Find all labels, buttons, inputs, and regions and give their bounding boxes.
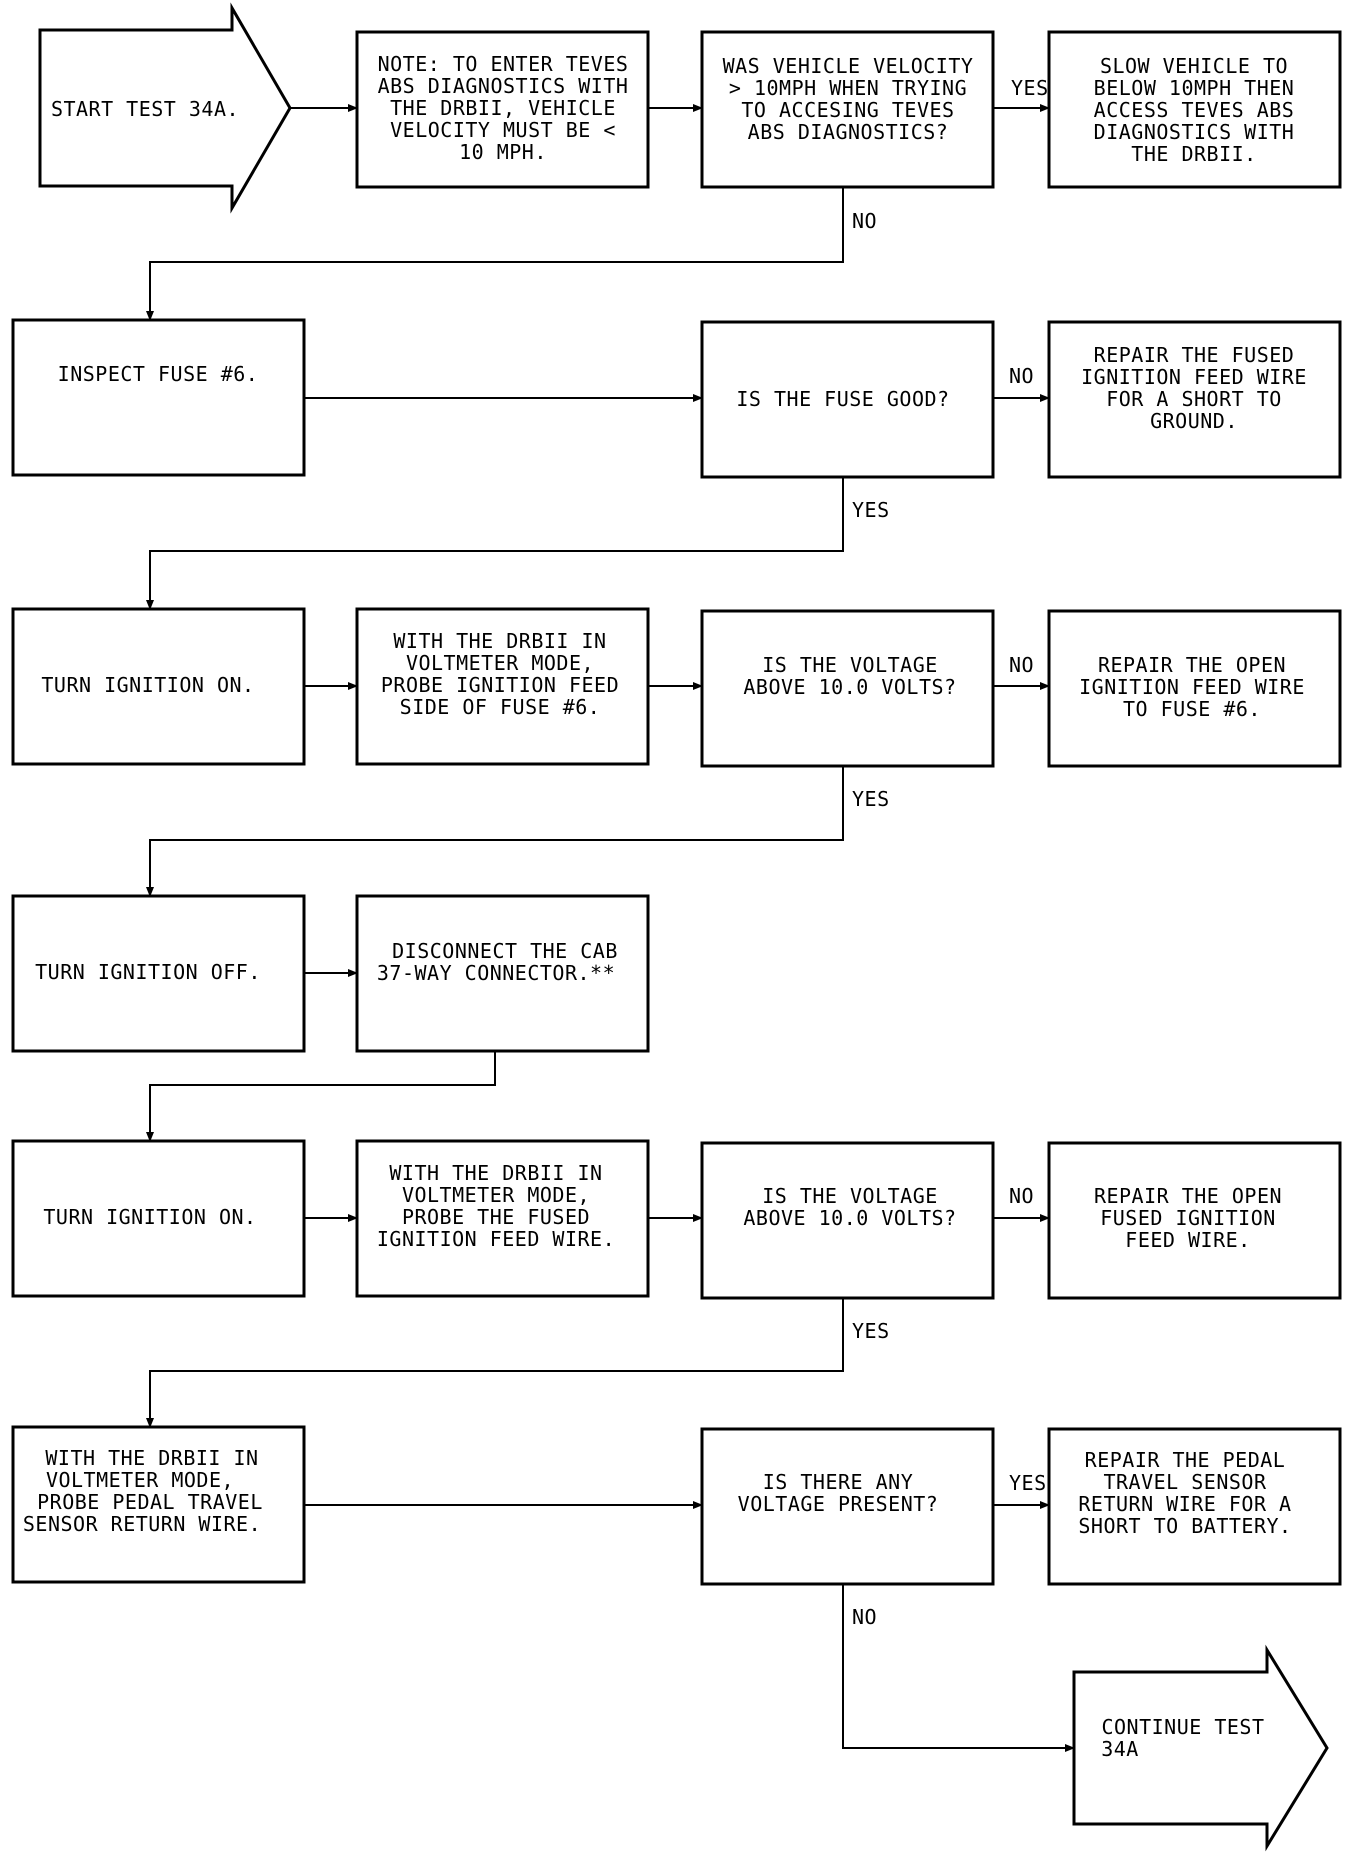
- probe-fuse-line: SIDE OF FUSE #6.: [400, 695, 601, 719]
- repair-open-1-line: TO FUSE #6.: [1123, 697, 1261, 721]
- slow-vehicle-line: ACCESS TEVES ABS: [1094, 98, 1295, 122]
- note-line: ABS DIAGNOSTICS WITH: [378, 74, 629, 98]
- slow-vehicle-line: SLOW VEHICLE TO: [1100, 54, 1288, 78]
- note-line: VELOCITY MUST BE <: [390, 118, 616, 142]
- q-velocity-line: TO ACCESING TEVES: [741, 98, 954, 122]
- repair-open-1-box: REPAIR THE OPEN IGNITION FEED WIRE TO FU…: [1047, 609, 1342, 768]
- label-yes: YES: [852, 498, 890, 522]
- repair-open-1-line: IGNITION FEED WIRE: [1079, 675, 1305, 699]
- repair-pedal-line: RETURN WIRE FOR A: [1078, 1492, 1291, 1516]
- edge-q-any-volt-no: [842, 1584, 1075, 1752]
- q-fuse-box: IS THE FUSE GOOD?: [700, 320, 995, 479]
- probe-fuse-box: WITH THE DRBII IN VOLTMETER MODE, PROBE …: [355, 607, 650, 766]
- q-velocity-line: ABS DIAGNOSTICS?: [748, 120, 949, 144]
- edge-q-velocity-no: [146, 187, 844, 321]
- start-arrow: START TEST 34A.: [38, 2, 292, 214]
- repair-open-1-line: REPAIR THE OPEN: [1098, 653, 1286, 677]
- label-yes: YES: [852, 787, 890, 811]
- repair-open-2-line: FUSED IGNITION: [1100, 1206, 1276, 1230]
- repair-pedal-line: SHORT TO BATTERY.: [1078, 1514, 1291, 1538]
- probe-pedal-line: SENSOR RETURN WIRE.: [23, 1512, 261, 1536]
- repair-pedal-line: REPAIR THE PEDAL: [1085, 1448, 1286, 1472]
- disconnect-line: DISCONNECT THE CAB: [392, 939, 618, 963]
- q-velocity-line: WAS VEHICLE VELOCITY: [723, 54, 974, 78]
- q-any-volt-line: VOLTAGE PRESENT?: [738, 1492, 939, 1516]
- continue-arrow: CONTINUE TEST 34A: [1072, 1644, 1329, 1852]
- probe-fused-line: IGNITION FEED WIRE.: [377, 1227, 615, 1251]
- probe-fused-line: PROBE THE FUSED: [402, 1205, 590, 1229]
- probe-fused-line: WITH THE DRBII IN: [389, 1161, 602, 1185]
- q-any-volt-box: IS THERE ANY VOLTAGE PRESENT?: [700, 1427, 995, 1586]
- q-volt-2-box: IS THE VOLTAGE ABOVE 10.0 VOLTS?: [700, 1141, 995, 1300]
- inspect-fuse-box: INSPECT FUSE #6.: [11, 318, 306, 477]
- ign-on-2-box: TURN IGNITION ON.: [11, 1139, 306, 1298]
- q-velocity-box: WAS VEHICLE VELOCITY > 10MPH WHEN TRYING…: [700, 30, 995, 189]
- repair-short-box: REPAIR THE FUSED IGNITION FEED WIRE FOR …: [1047, 320, 1342, 479]
- label-no: NO: [1009, 364, 1034, 388]
- label-no: NO: [1009, 653, 1034, 677]
- ign-on-2-text: TURN IGNITION ON.: [43, 1205, 256, 1229]
- continue-line: 34A: [1101, 1737, 1139, 1761]
- q-velocity-line: > 10MPH WHEN TRYING: [729, 76, 967, 100]
- q-any-volt-line: IS THERE ANY: [763, 1470, 914, 1494]
- repair-short-line: IGNITION FEED WIRE: [1081, 365, 1307, 389]
- note-line: 10 MPH.: [459, 140, 547, 164]
- repair-pedal-box: REPAIR THE PEDAL TRAVEL SENSOR RETURN WI…: [1047, 1427, 1342, 1586]
- disconnect-line: 37-WAY CONNECTOR.**: [377, 961, 615, 985]
- label-no: NO: [852, 1605, 877, 1629]
- edges: [146, 104, 1075, 1752]
- q-volt-1-box: IS THE VOLTAGE ABOVE 10.0 VOLTS?: [700, 609, 995, 768]
- ign-on-1-text: TURN IGNITION ON.: [41, 673, 254, 697]
- label-yes: YES: [1009, 1471, 1047, 1495]
- probe-fused-box: WITH THE DRBII IN VOLTMETER MODE, PROBE …: [355, 1139, 650, 1298]
- repair-open-2-box: REPAIR THE OPEN FUSED IGNITION FEED WIRE…: [1047, 1141, 1342, 1300]
- q-volt-2-line: IS THE VOLTAGE: [762, 1184, 938, 1208]
- ign-on-1-box: TURN IGNITION ON.: [11, 607, 306, 766]
- slow-vehicle-line: BELOW 10MPH THEN: [1094, 76, 1295, 100]
- slow-vehicle-box: SLOW VEHICLE TO BELOW 10MPH THEN ACCESS …: [1047, 30, 1342, 189]
- q-volt-1-line: IS THE VOLTAGE: [762, 653, 938, 677]
- ign-off-text: TURN IGNITION OFF.: [35, 960, 261, 984]
- repair-open-2-line: FEED WIRE.: [1125, 1228, 1250, 1252]
- q-volt-1-line: ABOVE 10.0 VOLTS?: [743, 675, 956, 699]
- label-no: NO: [852, 209, 877, 233]
- repair-short-line: REPAIR THE FUSED: [1094, 343, 1295, 367]
- probe-fused-line: VOLTMETER MODE,: [402, 1183, 590, 1207]
- edge-q-volt-2-yes: [146, 1297, 844, 1428]
- edge-disconnect-to-ign-on-2: [146, 1052, 496, 1142]
- label-yes: YES: [852, 1319, 890, 1343]
- probe-fuse-line: WITH THE DRBII IN: [393, 629, 606, 653]
- probe-pedal-box: WITH THE DRBII IN VOLTMETER MODE, PROBE …: [11, 1425, 306, 1584]
- continue-line: CONTINUE TEST: [1101, 1715, 1264, 1739]
- q-volt-2-line: ABOVE 10.0 VOLTS?: [743, 1206, 956, 1230]
- edge-labels: YES NO NO YES NO YES NO YES YES NO: [852, 76, 1049, 1629]
- note-box: NOTE: TO ENTER TEVES ABS DIAGNOSTICS WIT…: [355, 30, 650, 189]
- repair-short-line: FOR A SHORT TO: [1106, 387, 1282, 411]
- repair-open-2-line: REPAIR THE OPEN: [1094, 1184, 1282, 1208]
- label-no: NO: [1009, 1184, 1034, 1208]
- probe-fuse-line: VOLTMETER MODE,: [406, 651, 594, 675]
- repair-short-line: GROUND.: [1150, 409, 1238, 433]
- label-yes: YES: [1011, 76, 1049, 100]
- slow-vehicle-line: DIAGNOSTICS WITH: [1094, 120, 1295, 144]
- edge-q-fuse-yes: [146, 477, 844, 610]
- slow-vehicle-line: THE DRBII.: [1131, 142, 1256, 166]
- repair-pedal-line: TRAVEL SENSOR: [1103, 1470, 1266, 1494]
- inspect-fuse-text: INSPECT FUSE #6.: [58, 362, 259, 386]
- probe-pedal-line: VOLTMETER MODE,: [46, 1468, 234, 1492]
- disconnect-box: DISCONNECT THE CAB 37-WAY CONNECTOR.**: [355, 894, 650, 1053]
- q-fuse-text: IS THE FUSE GOOD?: [736, 387, 949, 411]
- note-line: THE DRBII, VEHICLE: [390, 96, 616, 120]
- probe-pedal-line: PROBE PEDAL TRAVEL: [37, 1490, 263, 1514]
- probe-fuse-line: PROBE IGNITION FEED: [381, 673, 619, 697]
- edge-q-volt-1-yes: [146, 765, 844, 897]
- ign-off-box: TURN IGNITION OFF.: [11, 894, 306, 1053]
- note-line: NOTE: TO ENTER TEVES: [378, 52, 629, 76]
- probe-pedal-line: WITH THE DRBII IN: [45, 1446, 258, 1470]
- start-text: START TEST 34A.: [51, 97, 239, 121]
